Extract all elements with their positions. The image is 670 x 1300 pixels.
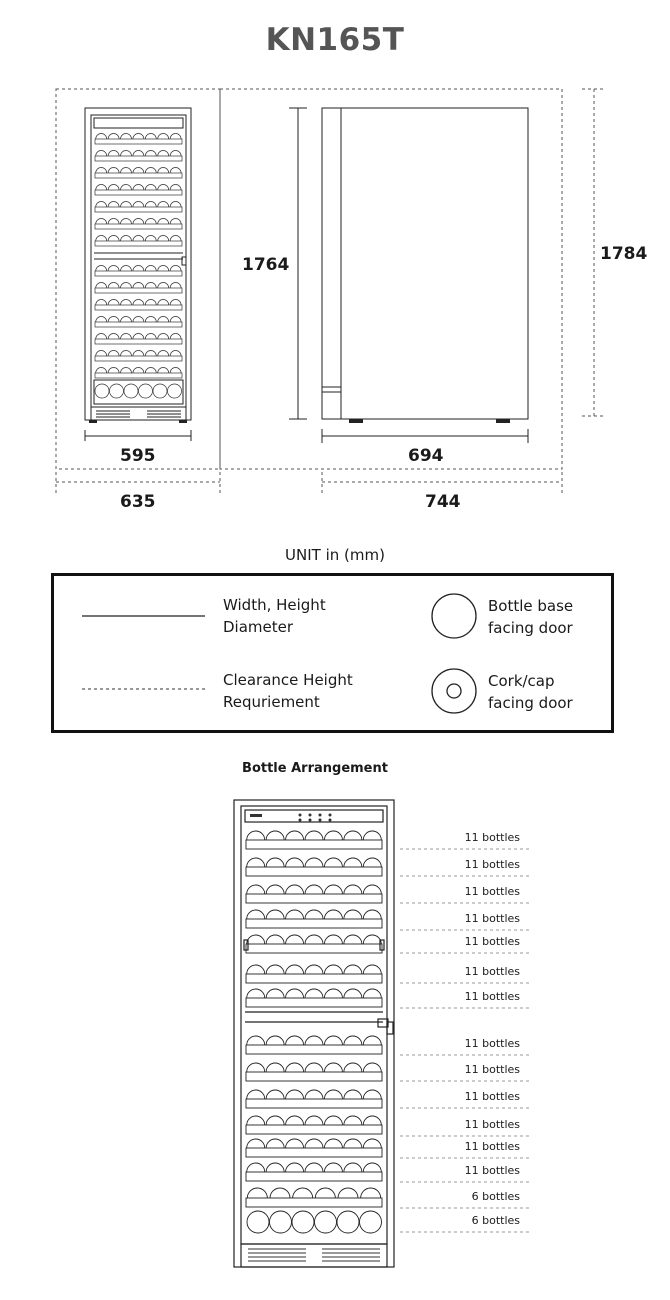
legend-dashed-line-line2: Requriement bbox=[223, 693, 320, 711]
legend-cork-cap-icon bbox=[431, 668, 477, 714]
side-foot-left bbox=[349, 419, 363, 423]
cabinet-height-label: 1764 bbox=[242, 255, 290, 275]
shelf-bottle-count: 11 bottles bbox=[464, 935, 520, 948]
legend-bottle-base-line2: facing door bbox=[488, 619, 573, 637]
shelf-bottle-count: 11 bottles bbox=[464, 912, 520, 925]
cabinet-width-label: 595 bbox=[120, 446, 156, 466]
arrangement-leader-lines bbox=[400, 848, 530, 1233]
front-view-shelves bbox=[94, 133, 183, 399]
shelf-bottle-count: 11 bottles bbox=[464, 1118, 520, 1131]
shelf-bottle-count: 11 bottles bbox=[464, 1140, 520, 1153]
arrangement-base-grille bbox=[248, 1248, 380, 1262]
shelf-bottle-count: 11 bottles bbox=[464, 858, 520, 871]
shelf-bottle-count: 11 bottles bbox=[464, 965, 520, 978]
legend-bottle-base-text: Bottle base facing door bbox=[488, 595, 573, 639]
shelf-bottle-count: 11 bottles bbox=[464, 1164, 520, 1177]
unit-label: UNIT in (mm) bbox=[285, 546, 385, 564]
front-foot-left bbox=[89, 420, 97, 423]
arrangement-control-panel bbox=[250, 813, 332, 822]
height-clearance-label: 1784 bbox=[600, 244, 648, 264]
legend-cork-cap-inner-icon bbox=[446, 683, 462, 699]
front-view bbox=[84, 107, 192, 421]
legend-dashed-line-text: Clearance Height Requriement bbox=[223, 669, 353, 713]
cabinet-depth-label: 694 bbox=[408, 446, 444, 466]
front-width-dimension bbox=[84, 430, 192, 441]
model-title: KN165T bbox=[265, 22, 405, 58]
legend-bottle-base-line1: Bottle base bbox=[488, 597, 574, 615]
shelf-bottle-count: 11 bottles bbox=[464, 990, 520, 1003]
legend-bottle-base-icon bbox=[431, 593, 477, 639]
side-view bbox=[321, 107, 529, 420]
shelf-bottle-count: 6 bottles bbox=[471, 1214, 520, 1227]
legend-solid-line-line2: Diameter bbox=[223, 618, 294, 636]
front-foot-right bbox=[179, 420, 187, 423]
shelf-bottle-count: 11 bottles bbox=[464, 831, 520, 844]
shelf-bottle-count: 11 bottles bbox=[464, 1037, 520, 1050]
depth-dimension bbox=[321, 429, 529, 443]
depth-clearance-label: 744 bbox=[425, 492, 461, 512]
arrangement-cabinet bbox=[233, 799, 395, 1268]
legend-cork-cap-line1: Cork/cap bbox=[488, 672, 555, 690]
side-foot-right bbox=[496, 419, 510, 423]
legend-solid-line-line1: Width, Height bbox=[223, 596, 326, 614]
arrangement-shelves bbox=[245, 830, 383, 1234]
shelf-bottle-count: 6 bottles bbox=[471, 1190, 520, 1203]
legend-cork-cap-text: Cork/cap facing door bbox=[488, 670, 573, 714]
shelf-bottle-count: 11 bottles bbox=[464, 1090, 520, 1103]
clearance-outline bbox=[55, 88, 606, 494]
legend-solid-line-text: Width, Height Diameter bbox=[223, 594, 326, 638]
legend-cork-cap-line2: facing door bbox=[488, 694, 573, 712]
arrangement-title: Bottle Arrangement bbox=[242, 761, 388, 776]
width-clearance-label: 635 bbox=[120, 492, 156, 512]
height-dimension bbox=[289, 107, 307, 420]
shelf-bottle-count: 11 bottles bbox=[464, 885, 520, 898]
shelf-bottle-count: 11 bottles bbox=[464, 1063, 520, 1076]
legend-dashed-line-line1: Clearance Height bbox=[223, 671, 353, 689]
legend-box bbox=[51, 573, 614, 733]
